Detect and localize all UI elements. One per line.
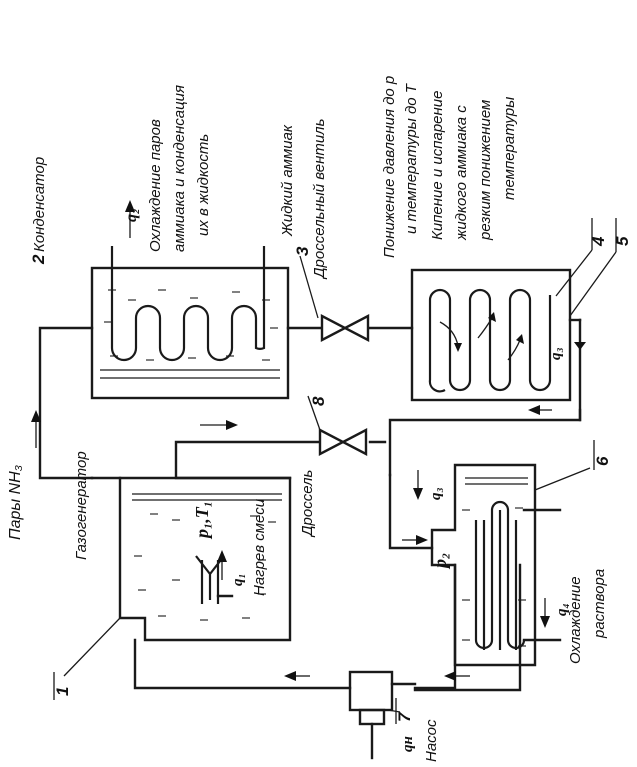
- generator-dashes: [134, 513, 276, 621]
- flow-arrows: [31, 200, 552, 681]
- number-8: 8: [309, 396, 328, 406]
- label-ammonia-vapor: Пары NH₃: [7, 465, 24, 540]
- label-mixture-heating: Нагрев смеси: [251, 498, 268, 596]
- condenser-coil: [110, 262, 266, 362]
- pump: [348, 670, 417, 760]
- evaporator-coil: [428, 288, 552, 392]
- condenser-dashes: [104, 289, 278, 361]
- generator-heater: [195, 555, 225, 604]
- symbol-q4: q₄: [554, 603, 570, 616]
- label-solution-cooling-1: Охлаждение: [567, 576, 584, 664]
- symbol-q2: q₂: [123, 208, 140, 222]
- label-solution-cooling-2: раствора: [591, 569, 608, 639]
- condenser: [90, 246, 290, 400]
- symbol-qn: qн: [400, 736, 416, 752]
- label-condenser: Конденсатор: [31, 157, 48, 252]
- symbol-p1t1: p₁,T₁: [192, 501, 212, 540]
- label-throttle: Дроссель: [299, 469, 316, 538]
- number-7: 7: [395, 711, 414, 722]
- label-boiling-3: резким понижением: [477, 100, 494, 241]
- label-condenser-process-1: Охлаждение паров: [147, 119, 164, 252]
- evaporator-flow-arrows: [439, 312, 524, 361]
- throttle-valve-3: [299, 255, 370, 342]
- number-2: 2: [29, 254, 48, 265]
- label-boiling-1: Кипение и испарение: [429, 91, 446, 240]
- gas-generator: [63, 476, 292, 677]
- label-condenser-process-2: аммиака и конденсация: [171, 85, 188, 252]
- absorber-liquid-level: [465, 477, 528, 485]
- label-pressure-drop-2: и температуры до Т: [403, 82, 420, 234]
- label-boiling-2: жидкого аммиака с: [453, 105, 470, 241]
- evaporator: [410, 268, 586, 402]
- throttle-8: [307, 395, 368, 456]
- number-6: 6: [593, 456, 612, 466]
- label-condenser-process-3: их в жидкость: [195, 134, 212, 236]
- label-pressure-drop-1: Понижение давления до р: [381, 76, 398, 258]
- absorber-dashes: [462, 507, 526, 647]
- absorber-coil: [474, 500, 526, 650]
- label-pump: Насос: [423, 719, 440, 762]
- label-throttle-valve: Дроссельный вентиль: [311, 118, 328, 280]
- condenser-liquid-level: [100, 369, 280, 379]
- symbol-p2: p₂: [430, 553, 450, 570]
- symbols: q₂ q₃ q₃ q₁ q₄ qн p₁,T₁ p₂: [123, 208, 570, 752]
- reference-numbers: 1 2 3 4 5 6 7 8: [29, 218, 632, 724]
- number-5: 5: [613, 236, 632, 246]
- text-labels: Конденсатор Охлаждение паров аммиака и к…: [7, 76, 608, 762]
- label-gas-generator: Газогенератор: [73, 451, 90, 560]
- symbol-q3-absorber: q₃: [428, 487, 444, 500]
- number-3: 3: [293, 246, 312, 256]
- number-4: 4: [589, 236, 608, 247]
- label-boiling-4: температуры: [501, 97, 518, 200]
- label-liquid-ammonia: Жидкий аммиак: [279, 124, 296, 237]
- symbol-q3-evaporator: q₃: [548, 347, 564, 360]
- number-1: 1: [53, 687, 72, 696]
- absorber: [430, 463, 591, 667]
- symbol-q1: q₁: [230, 573, 246, 586]
- generator-liquid-level: [132, 493, 282, 501]
